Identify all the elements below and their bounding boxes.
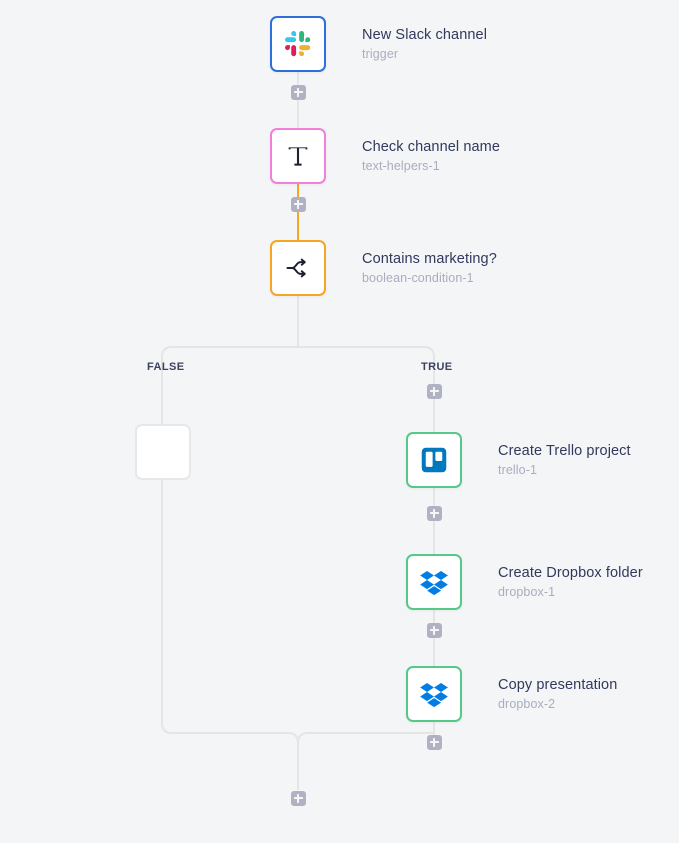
node-dropbox-2[interactable]: Copy presentation dropbox-2 bbox=[406, 666, 617, 722]
node-icon-box[interactable] bbox=[406, 666, 462, 722]
text-t-icon bbox=[288, 147, 308, 166]
node-trigger[interactable]: New Slack channel trigger bbox=[270, 16, 487, 72]
node-title: Check channel name bbox=[362, 138, 501, 155]
node-subtitle: trigger bbox=[362, 47, 399, 61]
node-icon-box[interactable] bbox=[270, 128, 326, 184]
node-subtitle: dropbox-1 bbox=[498, 585, 556, 599]
add-step-button-after-dropbox-2[interactable] bbox=[426, 734, 442, 750]
add-step-button-after-dropbox-1[interactable] bbox=[426, 622, 442, 638]
branch-fork-icon bbox=[286, 258, 306, 278]
node-subtitle: text-helpers-1 bbox=[362, 159, 440, 173]
add-step-button-true-branch[interactable] bbox=[426, 383, 442, 399]
branch-label-false: FALSE bbox=[147, 361, 185, 373]
add-step-button-after-text-helpers[interactable] bbox=[290, 196, 306, 212]
node-subtitle: boolean-condition-1 bbox=[362, 271, 474, 285]
node-text: Check channel name text-helpers-1 bbox=[362, 138, 501, 173]
add-step-button-after-trello[interactable] bbox=[426, 505, 442, 521]
trello-icon bbox=[421, 447, 447, 473]
node-text: Contains marketing? boolean-condition-1 bbox=[362, 250, 497, 285]
node-title: Contains marketing? bbox=[362, 250, 497, 267]
node-text: Create Dropbox folder dropbox-1 bbox=[498, 564, 643, 599]
node-trello-1[interactable]: Create Trello project trello-1 bbox=[406, 432, 631, 488]
dropbox-icon bbox=[420, 571, 448, 596]
slack-icon bbox=[285, 31, 311, 57]
node-title: Create Trello project bbox=[498, 442, 631, 459]
node-icon-box-empty[interactable] bbox=[135, 424, 191, 480]
node-title: Copy presentation bbox=[498, 676, 618, 693]
node-subtitle: trello-1 bbox=[498, 463, 538, 477]
node-icon-box[interactable] bbox=[406, 554, 462, 610]
node-subtitle: dropbox-2 bbox=[498, 697, 556, 711]
node-title: New Slack channel bbox=[362, 26, 488, 43]
branch-label-true: TRUE bbox=[421, 361, 453, 373]
dropbox-icon bbox=[420, 683, 448, 708]
node-empty-false-slot[interactable] bbox=[135, 424, 191, 480]
node-icon-box[interactable] bbox=[406, 432, 462, 488]
node-text: New Slack channel trigger bbox=[362, 26, 488, 61]
node-text-helpers-1[interactable]: Check channel name text-helpers-1 bbox=[270, 128, 500, 184]
node-text: Create Trello project trello-1 bbox=[498, 442, 631, 477]
add-step-button-after-merge[interactable] bbox=[290, 790, 306, 806]
node-title: Create Dropbox folder bbox=[498, 564, 643, 581]
add-step-button-after-trigger[interactable] bbox=[290, 84, 306, 100]
node-dropbox-1[interactable]: Create Dropbox folder dropbox-1 bbox=[406, 554, 643, 610]
node-text: Copy presentation dropbox-2 bbox=[498, 676, 618, 711]
node-boolean-condition-1[interactable]: Contains marketing? boolean-condition-1 bbox=[270, 240, 497, 296]
node-icon-box[interactable] bbox=[270, 240, 326, 296]
node-icon-box[interactable] bbox=[270, 16, 326, 72]
